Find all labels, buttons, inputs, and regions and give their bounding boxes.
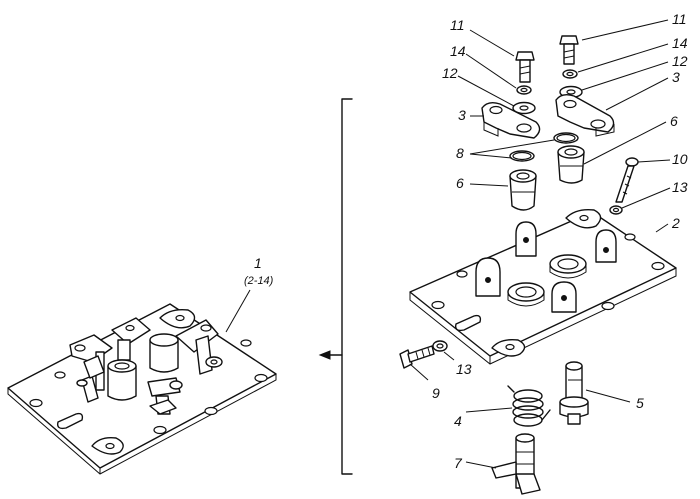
assembly-arrow-icon bbox=[318, 350, 331, 360]
label-9: 9 bbox=[432, 385, 440, 401]
part-11-bolt-right bbox=[559, 35, 579, 65]
label-12-right: 12 bbox=[672, 53, 688, 69]
label-1-range: (2-14) bbox=[244, 275, 274, 287]
part-3-rocker-left bbox=[481, 101, 541, 139]
label-14-right: 14 bbox=[672, 35, 688, 51]
assembled-unit: 1 (2-14) bbox=[7, 255, 277, 475]
label-3-left: 3 bbox=[458, 107, 466, 123]
label-13-lower: 13 bbox=[456, 361, 472, 377]
label-8: 8 bbox=[456, 145, 464, 161]
label-6-right: 6 bbox=[670, 113, 678, 129]
label-6-left: 6 bbox=[456, 175, 464, 191]
part-5-shaft bbox=[559, 361, 589, 425]
part-13-nut-lower bbox=[432, 340, 448, 352]
label-14-left: 14 bbox=[450, 43, 466, 59]
assembled-rocker-right bbox=[149, 319, 223, 375]
assembled-rocker-center bbox=[107, 317, 151, 401]
label-7: 7 bbox=[454, 455, 463, 471]
label-10: 10 bbox=[672, 151, 688, 167]
label-3-right: 3 bbox=[672, 69, 680, 85]
part-labels: 11 11 14 14 12 12 3 3 8 6 6 10 13 2 13 9… bbox=[432, 11, 688, 471]
part-10-pin bbox=[615, 157, 639, 203]
label-11-right: 11 bbox=[672, 11, 687, 27]
assembled-lower-parts bbox=[83, 355, 183, 415]
part-6-bushing-right bbox=[557, 145, 585, 184]
part-9-bolt bbox=[399, 345, 435, 369]
part-2-base-plate bbox=[409, 208, 677, 365]
label-2: 2 bbox=[671, 215, 680, 231]
label-4: 4 bbox=[454, 413, 462, 429]
label-5: 5 bbox=[636, 395, 644, 411]
part-11-bolt-left bbox=[515, 51, 535, 83]
part-7-cam-lever bbox=[491, 433, 541, 495]
leader-lines bbox=[409, 19, 671, 469]
exploded-parts: 11 11 14 14 12 12 3 3 8 6 6 10 13 2 13 9… bbox=[399, 11, 688, 495]
part-6-bushing-left bbox=[509, 169, 537, 211]
part-13-nut-upper bbox=[609, 205, 623, 215]
label-13-upper: 13 bbox=[672, 179, 688, 195]
part-4-spring bbox=[507, 385, 551, 427]
label-1: 1 bbox=[254, 255, 262, 271]
label-12-left: 12 bbox=[442, 65, 458, 81]
assembly-bracket bbox=[318, 98, 353, 475]
part-3-rocker-right bbox=[555, 93, 615, 137]
label-11-left: 11 bbox=[450, 17, 465, 33]
